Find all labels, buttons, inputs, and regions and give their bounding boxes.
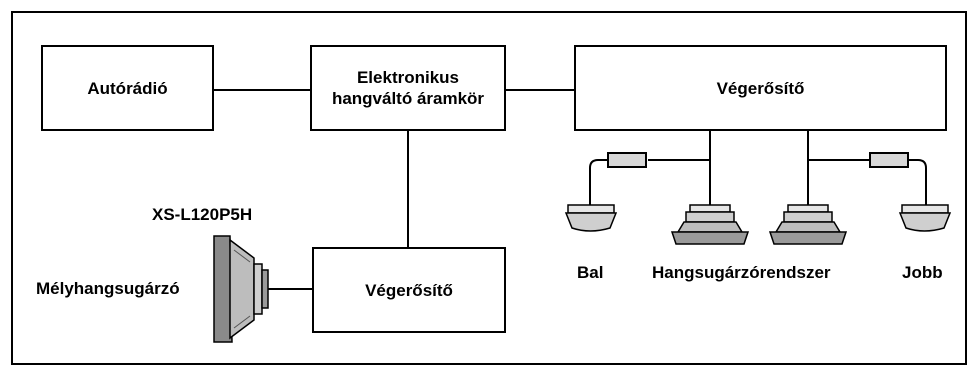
subwoofer-label: Mélyhangsugárzó <box>36 279 180 298</box>
crossover-label-line1: Elektronikus <box>356 68 460 87</box>
left-tweeter-icon <box>564 204 618 232</box>
bottom-amplifier-label: Végerősítő <box>365 280 453 300</box>
left-filter-icon <box>607 152 647 168</box>
outer-frame <box>11 11 967 365</box>
wire-right-speaker <box>908 159 927 205</box>
bottom-amplifier-box: Végerősítő <box>312 247 506 333</box>
right-tweeter-icon <box>898 204 952 232</box>
system-speaker-right-icon <box>768 204 848 245</box>
system-speaker-left-icon <box>670 204 750 245</box>
subwoofer-icon <box>213 235 269 343</box>
top-amplifier-label: Végerősítő <box>716 78 805 98</box>
top-amplifier-box: Végerősítő <box>574 45 947 131</box>
wire-left-speaker <box>589 159 608 205</box>
right-filter-icon <box>869 152 909 168</box>
speaker-system-label: Hangsugárzórendszer <box>652 263 831 282</box>
left-speaker-label: Bal <box>577 263 604 282</box>
right-speaker-label: Jobb <box>902 263 943 282</box>
head-unit-label: Autórádió <box>87 78 168 98</box>
crossover-label-line2: hangváltó áramkör <box>331 89 485 108</box>
crossover-box: Elektronikus hangváltó áramkör <box>310 45 506 131</box>
subwoofer-model-label: XS-L120P5H <box>152 205 253 224</box>
head-unit-box: Autórádió <box>41 45 214 131</box>
